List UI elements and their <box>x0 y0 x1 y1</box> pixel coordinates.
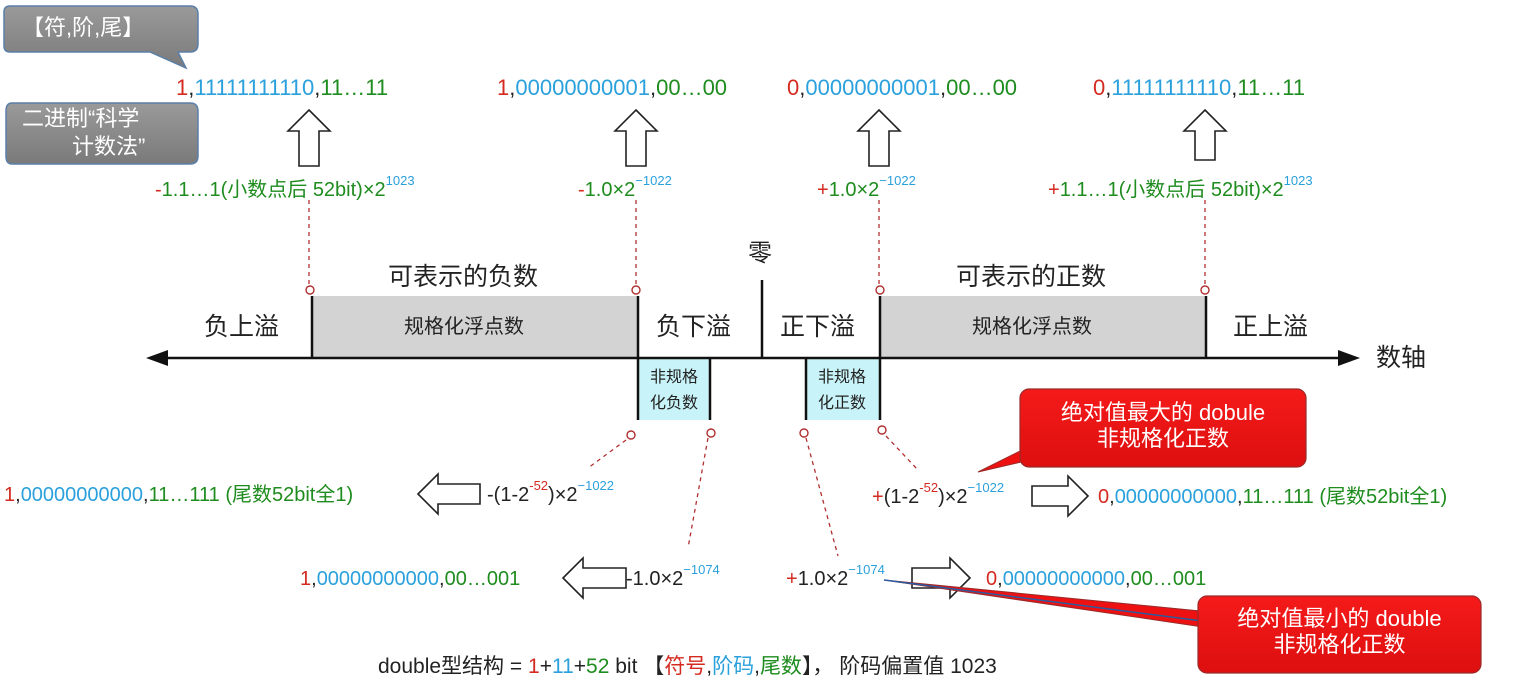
encoding-neg-max: 1,11111111110,11…11 <box>176 75 389 100</box>
value-pos-max-denorm: +(1-2-52)×2−1022 <box>872 480 1005 508</box>
neg-normal-region <box>312 296 638 358</box>
value-pos-max: +1.1…1(小数点后 52bit)×21023 <box>1048 173 1313 201</box>
value-pos-min-denorm: +1.0×2−1074 <box>786 562 885 590</box>
neg-normal-label: 规格化浮点数 <box>404 316 524 338</box>
legend-box-1 <box>3 5 199 70</box>
value-pos-min-normal: +1.0×2−1022 <box>817 173 916 201</box>
value-neg-min-normal: -1.0×2−1022 <box>578 173 672 201</box>
encoding-pos-max: 0,11111111110,11…11 <box>1093 75 1306 100</box>
encoding-neg-max-denorm: 1,00000000000,11…111 (尾数52bit全1) <box>4 484 354 506</box>
leader-endpoints <box>305 285 1210 440</box>
boundary-ticks <box>310 280 1208 420</box>
encoding-neg-min-denorm: 1,00000000000,00…001 <box>300 568 521 590</box>
pos-normal-label: 规格化浮点数 <box>972 316 1092 338</box>
zero-label: 零 <box>748 240 772 267</box>
callout-max-denorm-shape <box>977 388 1307 473</box>
callout-min-denorm-line1: 绝对值最小的 double <box>1237 606 1442 631</box>
pos-denorm-label-2: 化正数 <box>818 395 867 412</box>
pos-range-title: 可表示的正数 <box>956 263 1107 291</box>
encoding-pos-min-normal: 0,00000000001,00…00 <box>787 75 1018 100</box>
pos-overflow-label: 正上溢 <box>1233 313 1309 341</box>
legend-label-scientific-1: 二进制“科学 <box>22 106 140 131</box>
pos-underflow-label: 正下溢 <box>780 313 856 341</box>
legend-label-format: 【符,阶,尾】 <box>22 15 145 40</box>
encoding-pos-min-denorm: 0,00000000000,00…001 <box>986 568 1207 590</box>
callout-max-denorm: 绝对值最大的 dobule 非规格化正数 <box>1020 400 1306 453</box>
axis-right-arrowhead <box>1338 350 1360 366</box>
up-arrow-icon <box>286 108 1228 167</box>
left-arrow-icon <box>416 472 627 600</box>
neg-overflow-label: 负上溢 <box>204 313 280 341</box>
neg-denorm-label-1: 非规格 <box>650 369 699 386</box>
pos-denorm-region <box>806 358 880 420</box>
neg-underflow-label: 负下溢 <box>656 313 732 341</box>
neg-denorm-label-2: 化负数 <box>650 395 699 412</box>
legend-label-scientific-2: 计数法” <box>72 134 146 159</box>
value-neg-max-denorm: -(1-2-52)×2−1022 <box>487 478 615 506</box>
value-neg-max: -1.1…1(小数点后 52bit)×21023 <box>155 173 415 201</box>
pos-denorm-label-1: 非规格 <box>818 369 867 386</box>
callout-max-denorm-line1: 绝对值最大的 dobule <box>1060 400 1266 425</box>
encoding-pos-max-denorm: 0,00000000000,11…111 (尾数52bit全1) <box>1098 486 1448 508</box>
encoding-neg-min-normal: 1,00000000001,00…00 <box>497 75 728 100</box>
leader-lines <box>308 200 1206 557</box>
callout-min-denorm-line2: 非规格化正数 <box>1273 632 1406 658</box>
callout-min-denorm-shape <box>883 579 1482 674</box>
neg-denorm-region <box>638 358 710 420</box>
callout-min-denorm: 绝对值最小的 double 非规格化正数 <box>1198 606 1481 659</box>
axis-label: 数轴 <box>1376 344 1427 372</box>
footer-structure: double型结构 = 1+11+52 bit 【符号,阶码,尾数】， 阶码偏置… <box>378 655 997 678</box>
callout-max-denorm-line2: 非规格化正数 <box>1096 426 1229 452</box>
value-neg-min-denorm: -1.0×2−1074 <box>626 562 720 590</box>
legend-box-2 <box>5 102 199 165</box>
neg-range-title: 可表示的负数 <box>388 263 539 291</box>
axis-left-arrowhead <box>146 350 168 366</box>
pos-normal-region <box>880 296 1206 358</box>
